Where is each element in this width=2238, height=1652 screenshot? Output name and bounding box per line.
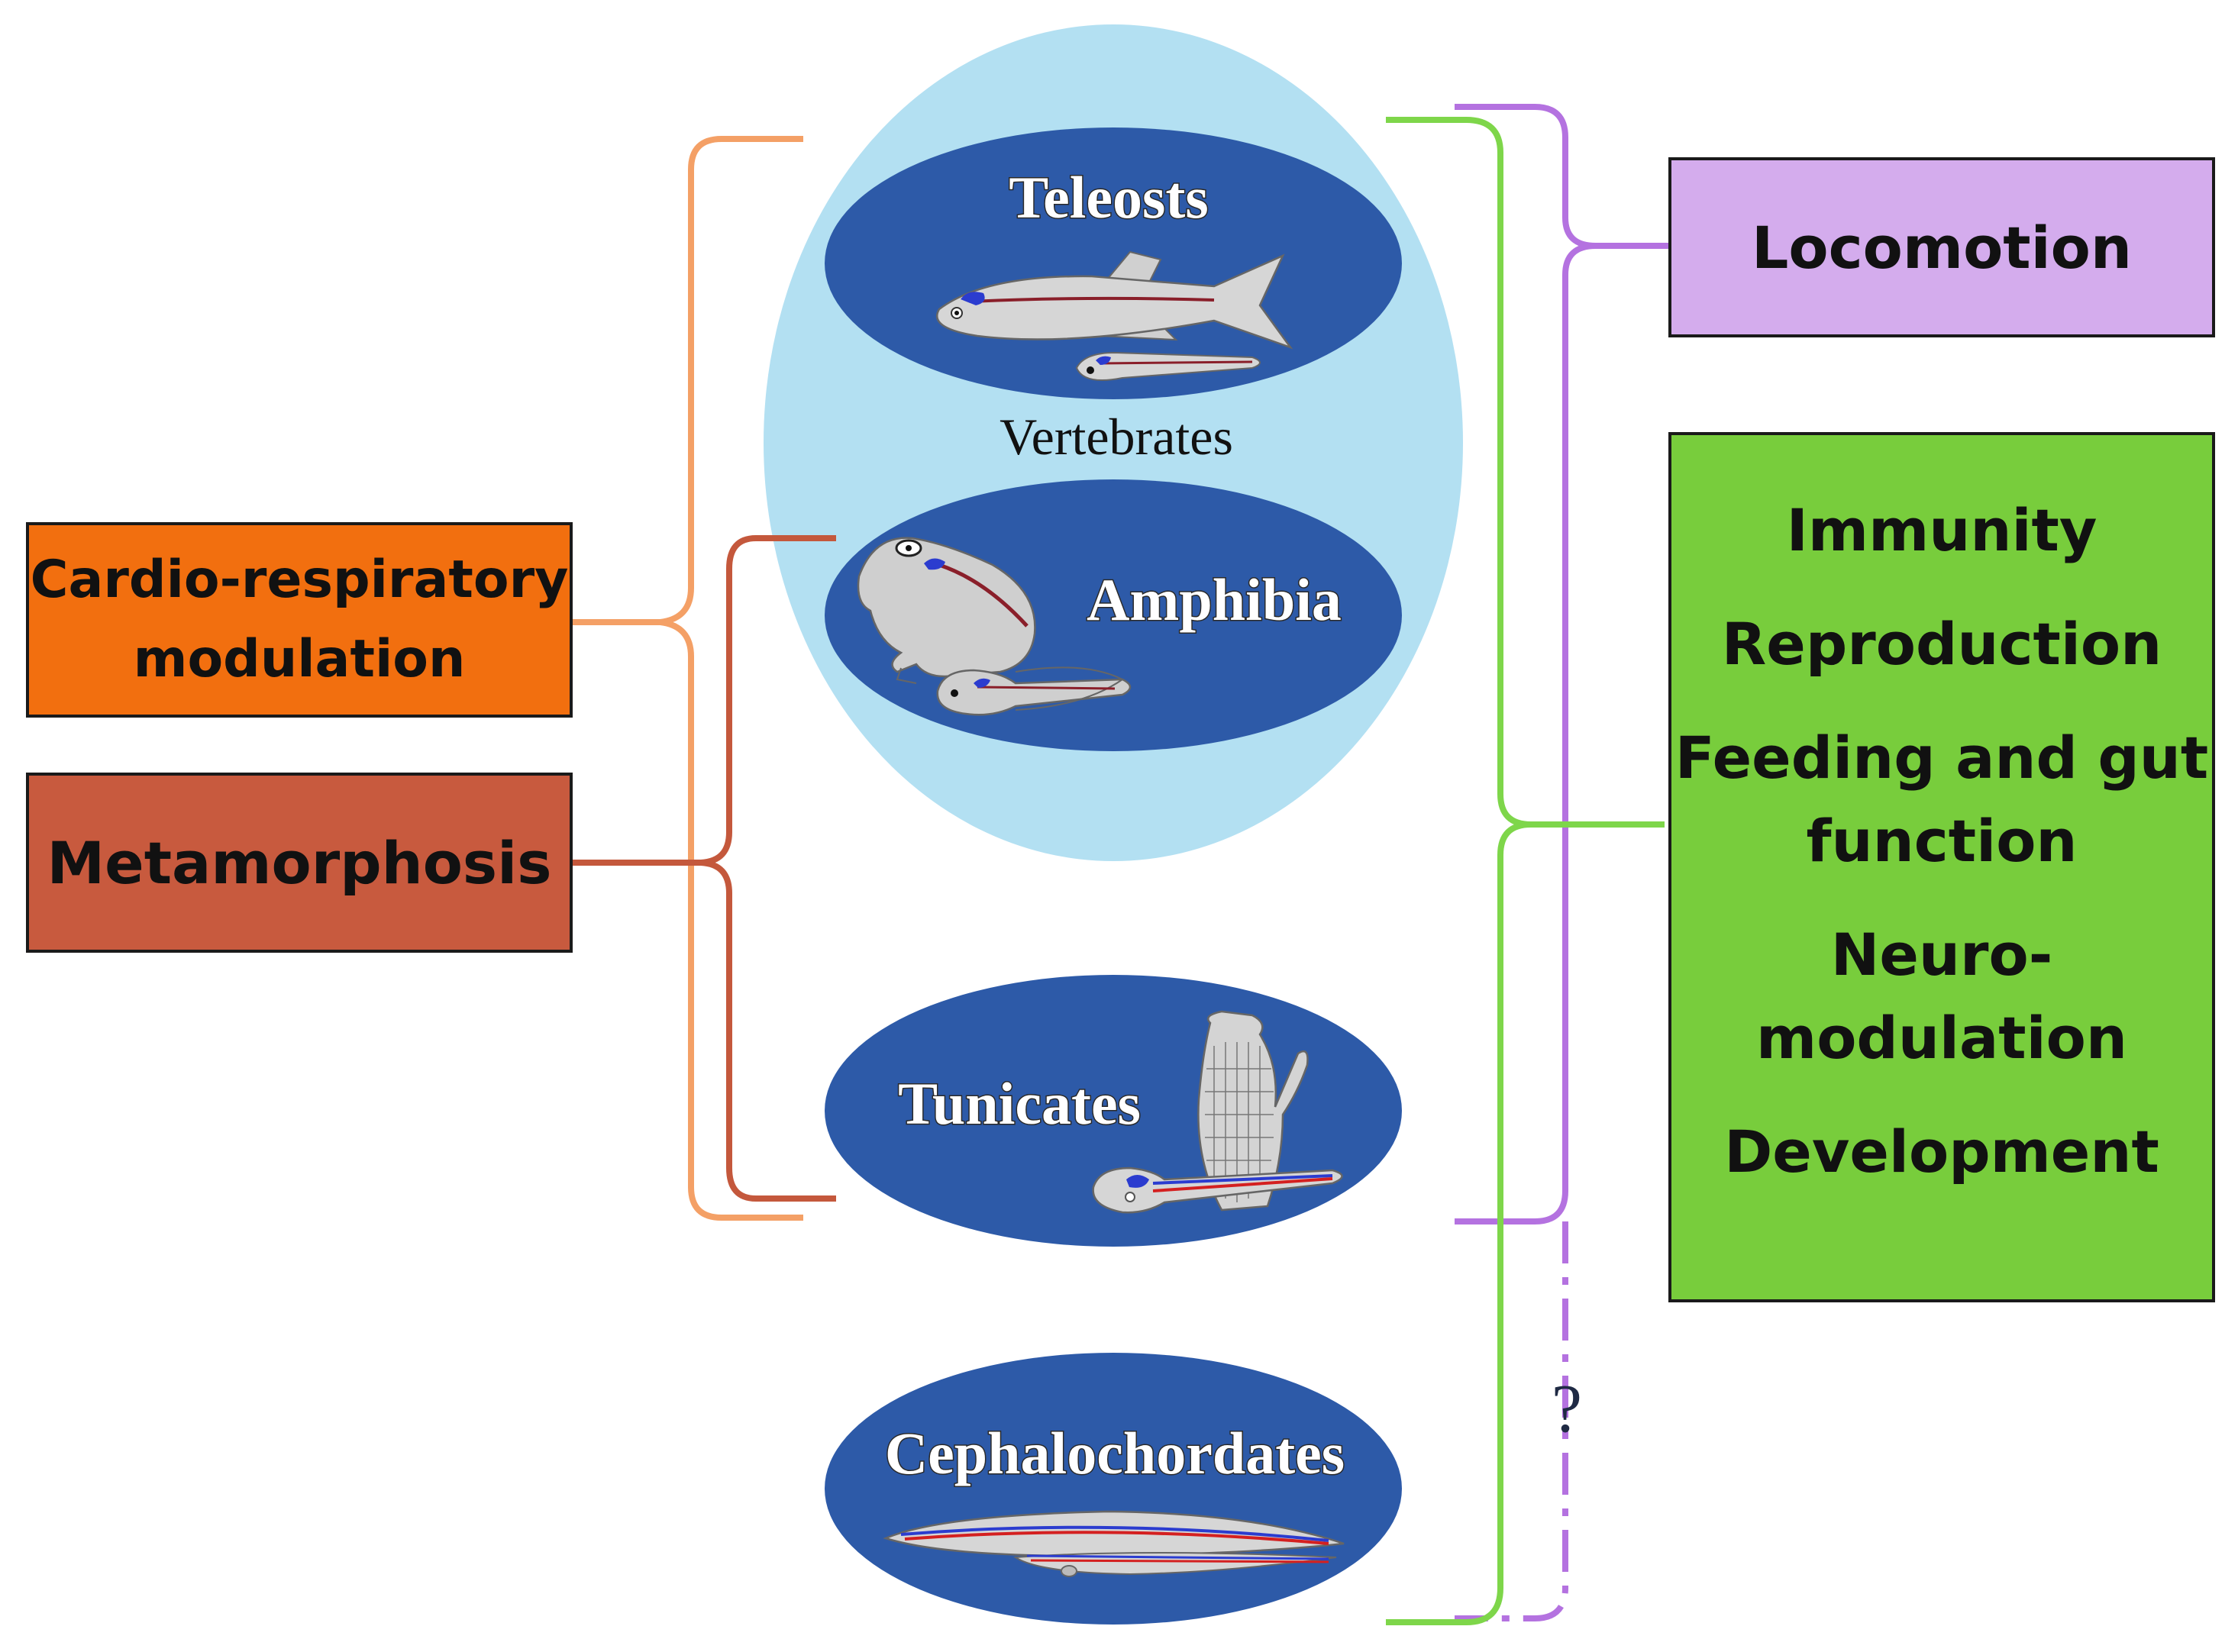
development-label: Development	[1724, 1118, 2159, 1186]
feeding-label-line-2: function	[1806, 807, 2078, 875]
locomotion-box: Locomotion	[1668, 157, 2215, 337]
zebrafish-larva-icon	[1075, 351, 1261, 381]
metamorphosis-box: Metamorphosis	[26, 773, 573, 953]
immunity-label: Immunity	[1786, 496, 2098, 564]
functions-bracket	[1386, 117, 1665, 1625]
reproduction-label: Reproduction	[1721, 610, 2162, 678]
tunicate-larva-icon	[1092, 1166, 1343, 1214]
metamorphosis-label: Metamorphosis	[47, 828, 552, 897]
cardio-line-2: modulation	[133, 629, 466, 689]
zebrafish-icon	[935, 250, 1293, 350]
teleosts-label: Teleosts	[1009, 164, 1208, 231]
neuromodulation-label-line-1: Neuro-	[1830, 921, 2053, 989]
locomotion-bracket-uncertain	[1455, 1221, 1568, 1621]
cephalochordates-node: Cephalochordates	[825, 1353, 1402, 1625]
teleosts-node: Teleosts	[825, 127, 1402, 399]
feeding-label-line-1: Feeding and gut	[1674, 724, 2209, 792]
uncertain-mark: ?	[1552, 1371, 1582, 1447]
locomotion-label: Locomotion	[1751, 213, 2132, 282]
vertebrates-label: Vertebrates	[1000, 408, 1233, 466]
tunicates-label: Tunicates	[898, 1070, 1141, 1137]
amphioxus-larva-icon	[1013, 1552, 1337, 1577]
locomotion-bracket	[1455, 104, 1668, 1224]
functions-box: Immunity Reproduction Feeding and gut fu…	[1668, 432, 2215, 1302]
tadpole-icon	[936, 666, 1132, 716]
cardio-bracket	[573, 136, 803, 1221]
cardio-line-1: Cardio-respiratory	[30, 550, 569, 610]
amphibia-node: Amphibia	[825, 479, 1402, 751]
amphibia-label: Amphibia	[1087, 566, 1342, 633]
frog-icon	[857, 537, 1036, 684]
neuromodulation-label-line-2: modulation	[1756, 1004, 2127, 1072]
cephalochordates-label: Cephalochordates	[885, 1420, 1345, 1486]
metamorphosis-bracket	[573, 535, 836, 1202]
amphioxus-icon	[883, 1510, 1345, 1557]
cardio-respiratory-box: Cardio-respiratory modulation	[26, 522, 573, 718]
tunicates-node: Tunicates	[825, 975, 1402, 1247]
